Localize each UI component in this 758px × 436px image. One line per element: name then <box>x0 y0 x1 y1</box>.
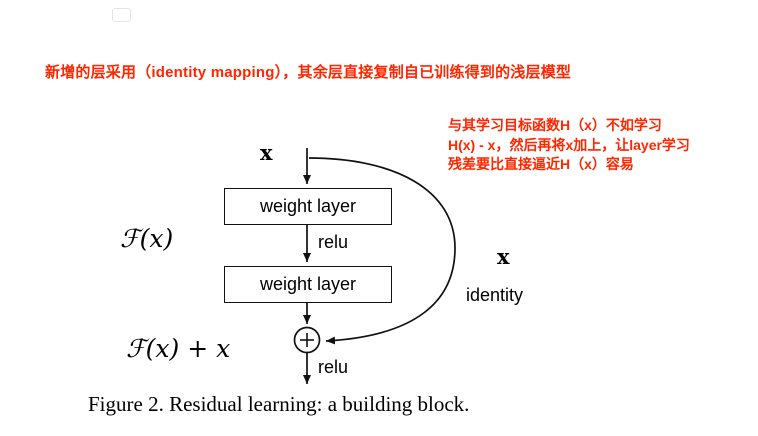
annotation-side-note-line3: 残差要比直接逼近H（x）容易 <box>448 156 634 173</box>
residual-function-label: ℱ(x) <box>120 224 174 253</box>
weight-layer-box-bottom: weight layer <box>224 266 392 303</box>
plus-icon <box>300 333 314 347</box>
input-x-label: x <box>260 140 273 165</box>
annotation-side-note-line2: H(x) - x，然后再将x加上，让layer学习 <box>448 136 690 153</box>
figure-caption: Figure 2. Residual learning: a building … <box>88 392 470 416</box>
annotation-side-note: 与其学习目标函数H（x）不如学习 H(x) - x，然后再将x加上，让layer… <box>448 116 748 175</box>
relu-mid-label: relu <box>318 232 349 252</box>
weight-layer-box-top: weight layer <box>224 188 392 225</box>
sum-output-label: ℱ(x) + x <box>126 334 231 363</box>
annotation-side-note-line1: 与其学习目标函数H（x）不如学习 <box>448 117 662 133</box>
relu-out-label: relu <box>318 357 349 377</box>
skip-connection-arrow <box>308 157 456 345</box>
skip-x-label: x <box>497 244 510 269</box>
screen-artifact <box>112 8 131 22</box>
identity-label: identity <box>466 285 524 305</box>
annotation-top-note: 新增的层采用（identity mapping），其余层直接复制自已训练得到的浅… <box>45 64 572 81</box>
